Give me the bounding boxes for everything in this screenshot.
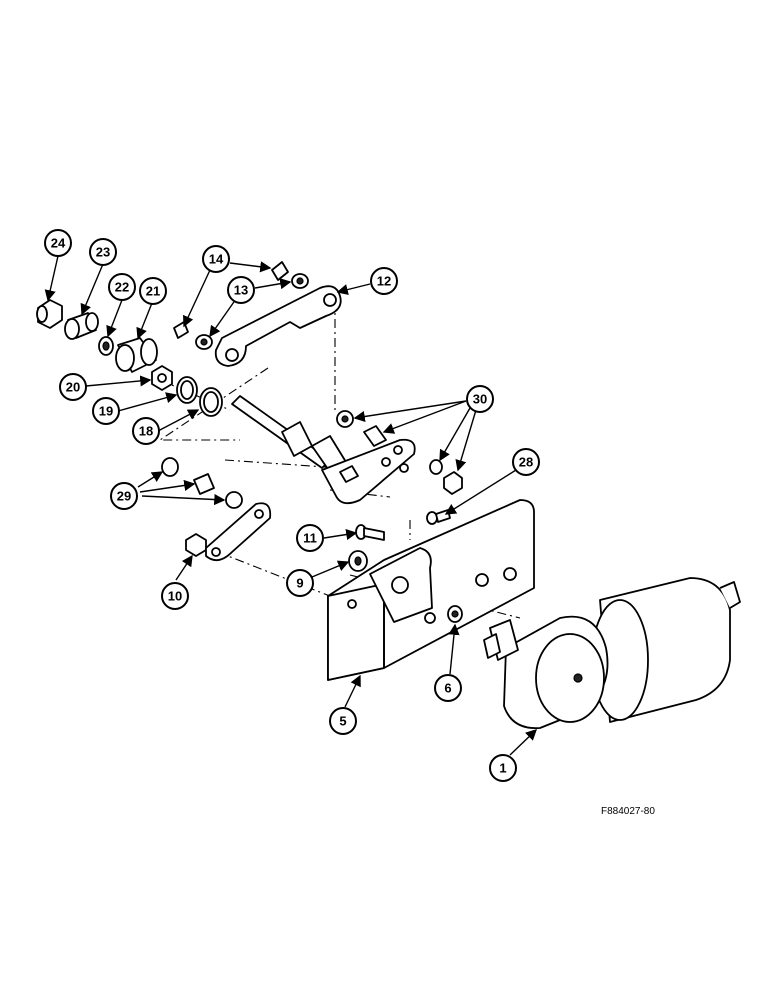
part-13-washers xyxy=(195,273,309,350)
svg-text:1: 1 xyxy=(499,761,506,776)
callout-10: 10 xyxy=(161,582,189,610)
callout-29: 29 xyxy=(110,482,138,510)
callout-5: 5 xyxy=(329,707,357,735)
svg-text:11: 11 xyxy=(303,531,317,546)
callout-19: 19 xyxy=(92,397,120,425)
callout-14: 14 xyxy=(202,245,230,273)
part-23-bushing xyxy=(64,312,99,340)
part-20-hex-nut xyxy=(151,365,173,391)
callout-28: 28 xyxy=(512,448,540,476)
callout-1: 1 xyxy=(489,754,517,782)
callout-13: 13 xyxy=(227,276,255,304)
part-19-ring xyxy=(176,376,198,404)
svg-text:29: 29 xyxy=(117,489,131,504)
svg-text:14: 14 xyxy=(209,252,224,267)
part-21-sleeve xyxy=(115,337,158,373)
part-28-screw xyxy=(426,509,451,525)
svg-text:30: 30 xyxy=(473,392,487,407)
part-1-wiper-motor xyxy=(483,577,741,729)
part-5-mounting-bracket xyxy=(327,499,535,681)
part-30-hardware xyxy=(336,410,463,495)
callout-6: 6 xyxy=(434,674,462,702)
part-12-link-arm xyxy=(214,285,342,367)
svg-text:6: 6 xyxy=(444,681,451,696)
svg-text:12: 12 xyxy=(377,274,391,289)
svg-text:22: 22 xyxy=(115,280,129,295)
svg-text:21: 21 xyxy=(146,284,160,299)
callout-9: 9 xyxy=(286,569,314,597)
svg-text:18: 18 xyxy=(139,424,153,439)
callout-21: 21 xyxy=(139,277,167,305)
svg-text:5: 5 xyxy=(339,714,346,729)
svg-text:9: 9 xyxy=(296,576,303,591)
figure-id: F884027-80 xyxy=(601,806,655,817)
callout-11: 11 xyxy=(296,524,324,552)
part-6-nut xyxy=(447,605,463,623)
svg-text:13: 13 xyxy=(234,283,248,298)
part-22-washer xyxy=(98,336,114,356)
svg-text:23: 23 xyxy=(96,245,110,260)
part-10-nut xyxy=(185,533,207,557)
part-29-hardware xyxy=(161,457,243,509)
part-9-washer xyxy=(348,550,368,572)
part-24-cap-nut xyxy=(36,299,63,329)
shaft-crank-assembly xyxy=(231,395,416,505)
callout-20: 20 xyxy=(59,373,87,401)
callout-22: 22 xyxy=(108,273,136,301)
svg-text:28: 28 xyxy=(519,455,533,470)
lower-link-arm xyxy=(205,502,272,562)
svg-text:19: 19 xyxy=(99,404,113,419)
part-11-bolt xyxy=(355,524,385,541)
callout-18: 18 xyxy=(132,417,160,445)
callout-12: 12 xyxy=(370,267,398,295)
callout-23: 23 xyxy=(89,238,117,266)
svg-text:24: 24 xyxy=(51,236,66,251)
callout-24: 24 xyxy=(44,229,72,257)
svg-text:10: 10 xyxy=(168,589,182,604)
svg-text:20: 20 xyxy=(66,380,80,395)
callout-30: 30 xyxy=(466,385,494,413)
leader-lines xyxy=(44,255,538,756)
part-18-ring xyxy=(199,387,223,417)
